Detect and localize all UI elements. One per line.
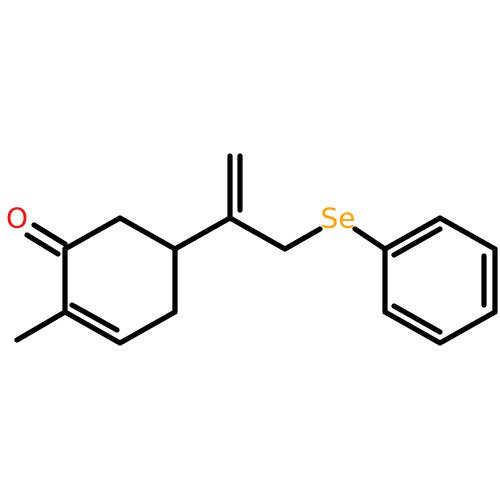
bond-c3-c2-a	[62, 309, 123, 346]
bond-c6-c5	[117, 215, 178, 252]
bond-c7-c8	[227, 215, 288, 252]
bond-c3-c2-b	[69, 302, 120, 333]
atom-oxygen: O	[6, 202, 28, 235]
bond-se-ph	[352, 226, 388, 252]
atom-selenium: Se	[321, 202, 356, 235]
bond-ph-inner-1	[391, 226, 443, 258]
bond-c1-c6	[62, 215, 123, 252]
bond-c4-c3	[117, 309, 178, 346]
bond-ph2-ph3	[437, 215, 498, 252]
bond-c1-o-b	[24, 232, 61, 257]
bond-ph4-ph5	[437, 309, 498, 346]
bond-c8-se	[282, 226, 323, 252]
bond-c2-methyl	[14, 309, 68, 343]
bond-ph-inner-3	[391, 303, 443, 335]
bond-ph5-ph6	[382, 309, 443, 346]
bond-ph1-ph2	[382, 215, 443, 252]
bond-c5-c7	[172, 215, 233, 252]
bond-c1-o-a	[31, 222, 68, 247]
